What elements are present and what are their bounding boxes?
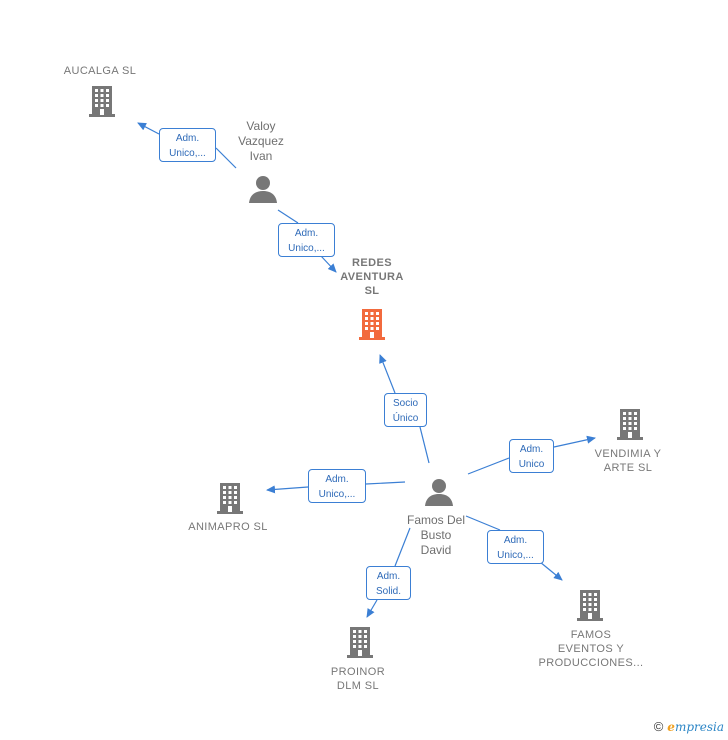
edge-line-famos-proinor-a <box>394 527 411 567</box>
edge-label-famos-animapro[interactable]: Adm. Unico,... <box>308 469 366 503</box>
edge-label-famos-vendimia[interactable]: Adm. Unico <box>509 439 554 473</box>
node-label-famos-eventos[interactable]: FAMOS EVENTOS Y PRODUCCIONES... <box>538 629 644 669</box>
brand-logo: empresia <box>667 719 724 734</box>
node-label-redes[interactable]: REDES AVENTURA SL <box>340 257 404 297</box>
edges-group <box>137 122 596 618</box>
edge-label-famos-redes[interactable]: Socio Único <box>384 393 427 427</box>
building-icon-famos-eventos[interactable] <box>574 588 606 622</box>
building-icon-redes[interactable] <box>356 307 388 341</box>
building-icon-proinor[interactable] <box>344 625 376 659</box>
edge-label-famos-eventos[interactable]: Adm. Unico,... <box>487 530 544 564</box>
edge-line-famos-animapro-a <box>365 481 406 485</box>
edge-line-valoy-aucalga-a <box>215 147 237 169</box>
building-icon-vendimia[interactable] <box>614 407 646 441</box>
edge-line-valoy-aucalga-b <box>137 122 160 135</box>
edge-line-famos-redes-b <box>379 354 396 394</box>
edge-line-famos-vendimia-b <box>553 435 596 448</box>
building-icon-animapro[interactable] <box>214 481 246 515</box>
edge-line-valoy-redes-b <box>320 255 337 273</box>
person-icon-valoy[interactable] <box>248 174 278 204</box>
edge-line-famos-eventos-b <box>539 561 563 581</box>
copyright-icon: © <box>653 719 664 734</box>
building-icon-aucalga[interactable] <box>86 84 118 118</box>
edge-line-famos-redes-a <box>419 426 430 464</box>
edge-line-valoy-redes-a <box>277 209 299 224</box>
edge-label-famos-proinor[interactable]: Adm. Solid. <box>366 566 411 600</box>
edge-label-valoy-aucalga[interactable]: Adm. Unico,... <box>159 128 216 162</box>
edge-label-valoy-redes[interactable]: Adm. Unico,... <box>278 223 335 257</box>
edge-line-famos-animapro-b <box>266 485 309 494</box>
node-label-vendimia[interactable]: VENDIMIA Y ARTE SL <box>594 448 662 474</box>
node-label-proinor[interactable]: PROINOR DLM SL <box>330 666 386 692</box>
edge-line-famos-vendimia-a <box>467 457 510 475</box>
edge-line-famos-eventos-a <box>465 515 501 531</box>
node-label-famos-person[interactable]: Famos Del Busto David <box>406 513 465 557</box>
node-label-aucalga[interactable]: AUCALGA SL <box>63 65 137 77</box>
person-icon-famos[interactable] <box>424 477 454 507</box>
node-label-animapro[interactable]: ANIMAPRO SL <box>188 521 268 533</box>
node-label-valoy[interactable]: Valoy Vazquez Ivan <box>238 119 284 163</box>
footer-credit: © empresia <box>654 719 724 734</box>
edge-line-famos-proinor-b <box>366 599 378 618</box>
